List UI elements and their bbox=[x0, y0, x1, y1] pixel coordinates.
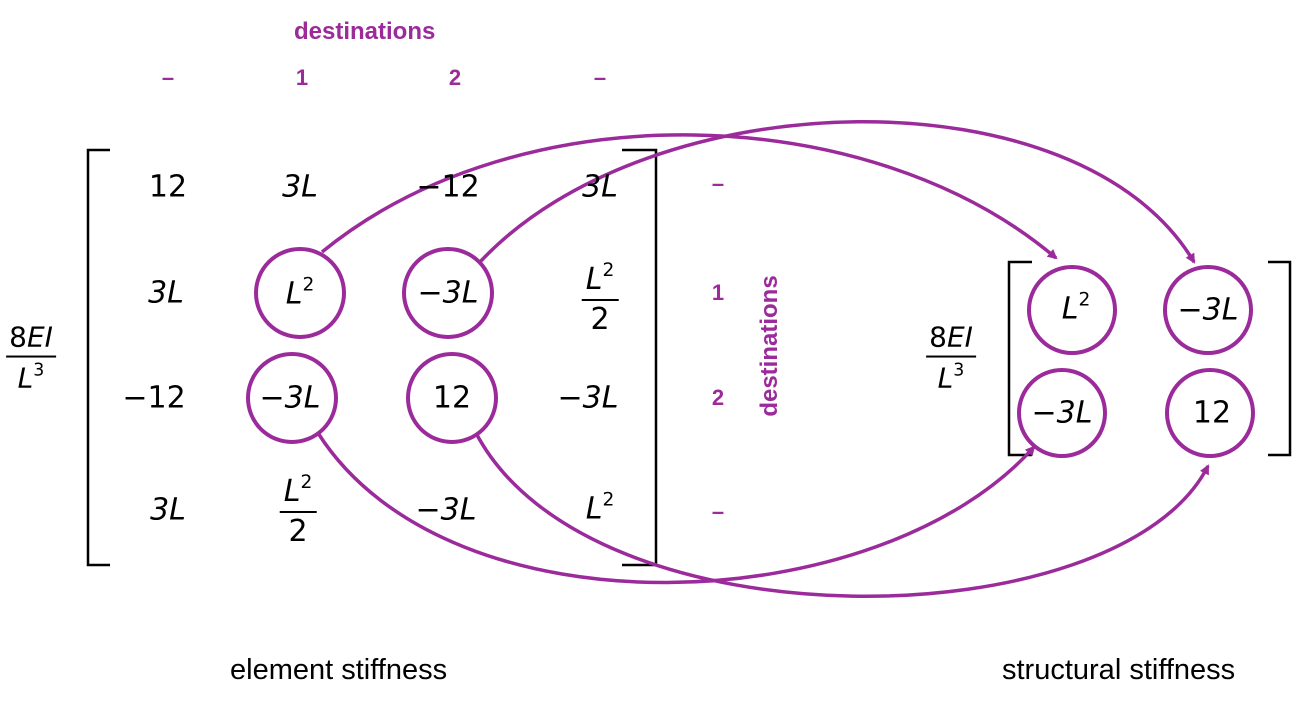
top-destination-col-2: 1 bbox=[295, 65, 309, 90]
top-destination-col-3: 2 bbox=[448, 65, 462, 90]
top-destination-col-4: – bbox=[593, 65, 607, 90]
element-r1-c2: 3L bbox=[282, 169, 318, 205]
circle-structural-minus3L-top bbox=[1163, 265, 1253, 355]
circle-element-minus3L-top bbox=[402, 247, 494, 339]
element-r1-c3: −12 bbox=[416, 169, 480, 205]
right-destination-row-1: – bbox=[711, 171, 725, 196]
structural-r2-c2: 12 bbox=[1192, 395, 1232, 431]
element-r2-c3: −3L bbox=[417, 275, 479, 311]
arrow-L2-to-structural bbox=[320, 133, 1058, 260]
right-destination-row-4: – bbox=[711, 499, 725, 524]
element-r3-c3: 12 bbox=[432, 380, 472, 416]
circle-structural-L2 bbox=[1027, 265, 1117, 355]
element-coefficient: 8EI L3 bbox=[6, 322, 56, 394]
structural-matrix-right-bracket bbox=[1268, 260, 1292, 457]
arrow-minus3L-bottom-to-structural bbox=[316, 432, 1036, 585]
arrow-minus3L-top-to-structural bbox=[478, 120, 1196, 264]
right-destination-row-3: 2 bbox=[711, 385, 725, 410]
structural-r2-c1: −3L bbox=[1031, 395, 1093, 431]
element-r1-c4: 3L bbox=[582, 169, 618, 205]
element-r3-c1: −12 bbox=[122, 380, 186, 416]
element-matrix-right-bracket bbox=[622, 148, 658, 567]
right-destinations-label: destinations bbox=[756, 275, 783, 417]
element-r2-c2: L2 bbox=[285, 274, 315, 312]
element-r4-c4: L2 bbox=[585, 489, 615, 527]
arrow-12-to-structural bbox=[474, 432, 1210, 598]
element-r3-c2: −3L bbox=[259, 380, 321, 416]
element-r2-c1: 3L bbox=[148, 275, 184, 311]
top-destinations-label: destinations bbox=[294, 18, 436, 45]
element-stiffness-caption: element stiffness bbox=[230, 654, 448, 686]
circle-structural-12 bbox=[1165, 368, 1255, 458]
structural-coefficient: 8EI L3 bbox=[926, 322, 976, 394]
element-matrix-left-bracket bbox=[86, 148, 110, 567]
structural-r1-c1: L2 bbox=[1061, 289, 1091, 327]
top-destination-col-1: – bbox=[161, 65, 175, 90]
right-destination-row-2: 1 bbox=[711, 280, 725, 305]
element-r4-c3: −3L bbox=[415, 492, 477, 528]
element-r4-c1: 3L bbox=[150, 492, 186, 528]
circle-element-L2 bbox=[254, 247, 346, 339]
structural-r1-c2: −3L bbox=[1177, 292, 1239, 328]
structural-stiffness-caption: structural stiffness bbox=[1002, 654, 1236, 686]
element-r3-c4: −3L bbox=[557, 380, 619, 416]
element-r1-c1: 12 bbox=[148, 169, 188, 205]
circle-structural-minus3L-bottom bbox=[1017, 368, 1107, 458]
circle-element-minus3L-bottom bbox=[246, 352, 338, 444]
circle-element-12 bbox=[406, 352, 498, 444]
structural-matrix-left-bracket bbox=[1007, 260, 1032, 457]
